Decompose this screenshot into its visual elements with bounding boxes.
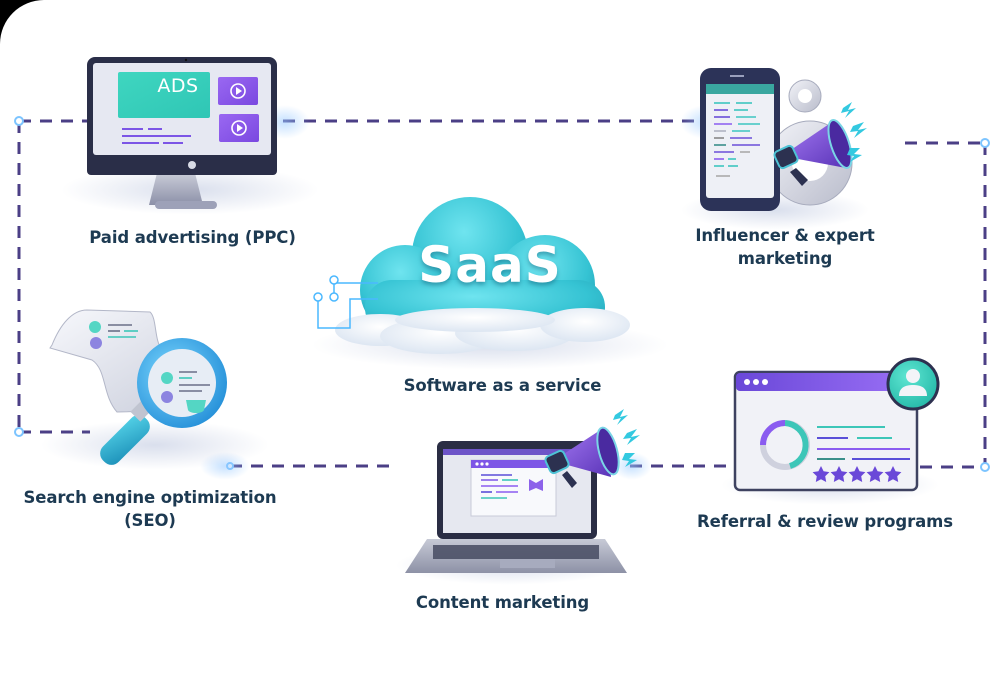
node-label-influencer: Influencer & expert marketing xyxy=(665,224,905,270)
node-label-ppc: Paid advertising (PPC) xyxy=(89,228,296,247)
review-window-icon xyxy=(733,357,940,492)
saas-cloud-icon xyxy=(313,197,630,354)
rating-stars xyxy=(812,466,902,482)
phone-megaphone-icon xyxy=(700,68,867,211)
node-label-seo-line2: (SEO) xyxy=(124,511,176,530)
ads-banner-text: ADS xyxy=(157,75,199,97)
node-label-content: Content marketing xyxy=(415,593,590,612)
center-label: Software as a service xyxy=(403,376,602,395)
node-label-seo: Search engine optimization (SEO) xyxy=(10,486,290,532)
magnifier-document-icon xyxy=(49,309,227,465)
node-label-influencer-line1: Influencer & expert xyxy=(695,226,875,245)
node-label-influencer-line2: marketing xyxy=(737,249,833,268)
monitor-ads-icon xyxy=(87,57,277,209)
laptop-megaphone-icon xyxy=(405,409,640,573)
saas-cloud-text: SaaS xyxy=(418,236,562,294)
node-label-referral: Referral & review programs xyxy=(697,512,953,531)
node-label-seo-line1: Search engine optimization xyxy=(23,488,277,507)
